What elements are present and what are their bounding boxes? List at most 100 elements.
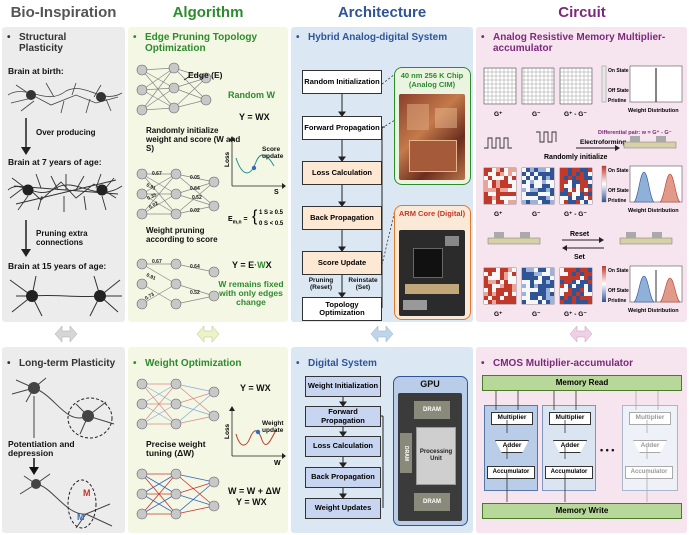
array-cell xyxy=(538,184,542,188)
age15-label: Brain at 15 years of age: xyxy=(8,261,107,271)
array-cell xyxy=(588,200,592,204)
array-cell xyxy=(488,284,492,288)
array-cell xyxy=(560,180,564,184)
array-cell xyxy=(546,296,550,300)
array-cell xyxy=(496,180,500,184)
array-cell xyxy=(508,268,512,272)
weight-value: 0.02 xyxy=(190,208,200,214)
array-cell xyxy=(580,272,584,276)
distribution-row2: On State Off State Pristine Weight Distr… xyxy=(601,165,683,214)
array-cell xyxy=(588,180,592,184)
array-cell xyxy=(568,300,572,304)
array-cell xyxy=(522,168,526,172)
gpu-die-image: DRAM DRAM DRAM Processing Unit xyxy=(398,393,462,521)
array-cell xyxy=(508,200,512,204)
array-cell xyxy=(534,168,538,172)
array-cell xyxy=(576,292,580,296)
array-cell xyxy=(526,300,530,304)
array-cell xyxy=(588,192,592,196)
array-cell xyxy=(550,168,554,172)
array-cell xyxy=(522,276,526,280)
loss-axis-label: Loss xyxy=(224,151,231,167)
array-cell xyxy=(496,172,500,176)
array-cell xyxy=(584,292,588,296)
array-cell xyxy=(550,292,554,296)
array-cell xyxy=(484,180,488,184)
array-cell xyxy=(526,180,530,184)
weight-update-label: Weight update xyxy=(262,420,284,434)
array-cell xyxy=(492,284,496,288)
dram-block: DRAM xyxy=(400,433,412,473)
array-cell xyxy=(564,168,568,172)
array-cell xyxy=(584,284,588,288)
array-cell xyxy=(550,172,554,176)
array-cell xyxy=(584,180,588,184)
array-cell xyxy=(484,296,488,300)
array-cell xyxy=(484,268,488,272)
array-cell xyxy=(522,188,526,192)
array-cell xyxy=(496,176,500,180)
array-cell xyxy=(564,272,568,276)
array-cell xyxy=(508,192,512,196)
array-cell xyxy=(560,192,564,196)
array-cell xyxy=(560,200,564,204)
array-cell xyxy=(526,284,530,288)
array-cell xyxy=(508,292,512,296)
memory-write-bar: Memory Write xyxy=(482,503,682,519)
array-cell xyxy=(550,296,554,300)
dram-block: DRAM xyxy=(414,493,450,511)
step-back-top: Back Propagation xyxy=(302,206,382,230)
array-cell xyxy=(568,280,572,284)
array-cell xyxy=(576,188,580,192)
array-cell xyxy=(500,288,504,292)
array-cell xyxy=(542,296,546,300)
array-cell xyxy=(568,172,572,176)
array-cell xyxy=(564,288,568,292)
network-weights-diagram: 0.67 0.91 0.35 0.05 0.02 0.64 0.52 0.02 xyxy=(136,168,220,220)
g-minus-label: G⁻ xyxy=(532,211,541,218)
array-cell xyxy=(488,196,492,200)
array-cell xyxy=(584,276,588,280)
array-cell xyxy=(538,196,542,200)
array-cell xyxy=(560,272,564,276)
array-cell xyxy=(534,172,538,176)
updated-array-cells xyxy=(484,268,592,304)
array-cell xyxy=(580,300,584,304)
array-cell xyxy=(538,272,542,276)
array-cell xyxy=(588,292,592,296)
array-cell xyxy=(500,284,504,288)
array-cell xyxy=(500,292,504,296)
array-cell xyxy=(576,172,580,176)
array-cell xyxy=(492,184,496,188)
array-cell xyxy=(504,284,508,288)
array-cell xyxy=(526,268,530,272)
array-cell xyxy=(584,196,588,200)
array-cell xyxy=(534,176,538,180)
loss-axis-label: Loss xyxy=(224,423,231,439)
array-cell xyxy=(488,180,492,184)
array-cell xyxy=(530,200,534,204)
array-cell xyxy=(580,184,584,188)
array-cell xyxy=(522,268,526,272)
array-cell xyxy=(576,284,580,288)
array-cell xyxy=(546,200,550,204)
age7-label: Brain at 7 years of age: xyxy=(8,157,102,167)
array-cell xyxy=(500,200,504,204)
array-cell xyxy=(564,268,568,272)
array-cell xyxy=(484,184,488,188)
array-cell xyxy=(530,272,534,276)
array-cell xyxy=(500,168,504,172)
array-cell xyxy=(572,196,576,200)
array-cell xyxy=(584,172,588,176)
array-cell xyxy=(488,176,492,180)
weight-dist-label: Weight Distribution xyxy=(628,208,679,214)
neuron-birth-image xyxy=(7,82,123,114)
array-cell xyxy=(530,180,534,184)
array-cell xyxy=(550,280,554,284)
array-cell xyxy=(538,172,542,176)
link-arrows xyxy=(54,325,593,343)
array-cell xyxy=(580,196,584,200)
array-cell xyxy=(564,292,568,296)
array-cell xyxy=(550,196,554,200)
array-cell xyxy=(508,168,512,172)
